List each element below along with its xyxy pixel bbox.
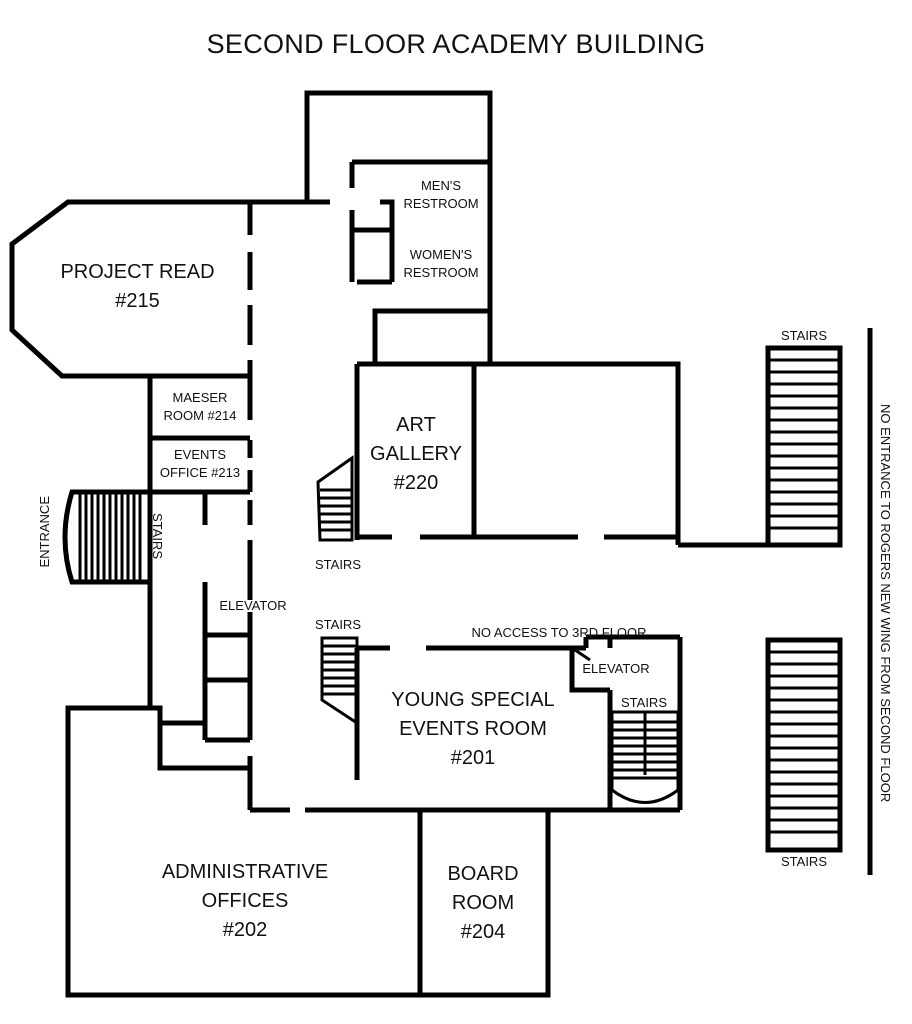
restroom-lower-wall bbox=[372, 308, 490, 364]
stairs-label-east-lower: STAIRS bbox=[781, 854, 827, 869]
restroom-block-outer bbox=[304, 90, 493, 364]
administrative-offices-label: ADMINISTRATIVE OFFICES #202 bbox=[140, 858, 350, 945]
mens-restroom-line1: MEN'S bbox=[420, 178, 462, 193]
stairs-label-elevator: STAIRS bbox=[621, 695, 667, 710]
young-special-line2: EVENTS ROOM bbox=[399, 718, 547, 740]
project-read-label: PROJECT READ #215 bbox=[40, 258, 235, 316]
project-read-wall bbox=[9, 199, 250, 379]
no-entrance-rogers-label: NO ENTRANCE TO ROGERS NEW WING FROM SECO… bbox=[878, 404, 893, 803]
womens-restroom-label: WOMEN'S RESTROOM bbox=[394, 246, 488, 282]
elevator-label-east: ELEVATOR bbox=[582, 661, 650, 676]
administrative-line2: OFFICES bbox=[201, 890, 289, 912]
young-special-number: #201 bbox=[450, 747, 496, 769]
maeser-line1: MAESER bbox=[172, 390, 228, 405]
art-gallery-walls bbox=[354, 361, 681, 545]
admin-board-walls bbox=[65, 705, 551, 998]
project-read-number: #215 bbox=[115, 290, 160, 312]
project-read-name: PROJECT READ bbox=[60, 261, 215, 283]
no-access-3rd-floor-label: NO ACCESS TO 3RD FLOOR bbox=[471, 625, 647, 640]
art-gallery-stairs bbox=[316, 455, 354, 542]
board-room-number: #204 bbox=[460, 921, 506, 943]
mens-restroom-line2: RESTROOM bbox=[403, 196, 479, 211]
east-stairs-upper bbox=[765, 345, 843, 548]
entrance-label: ENTRANCE bbox=[37, 496, 52, 568]
womens-restroom-line2: RESTROOM bbox=[403, 265, 479, 280]
womens-restroom-line1: WOMEN'S bbox=[409, 247, 473, 262]
restroom-block-inner bbox=[349, 159, 490, 285]
mens-restroom-label: MEN'S RESTROOM bbox=[394, 177, 488, 213]
entrance-stairs bbox=[62, 489, 150, 585]
maeser-room-label: MAESER ROOM #214 bbox=[152, 389, 248, 425]
young-special-events-label: YOUNG SPECIAL EVENTS ROOM #201 bbox=[368, 686, 578, 773]
elevator-label-west: ELEVATOR bbox=[219, 598, 287, 613]
maeser-events-walls bbox=[147, 376, 250, 580]
art-gallery-line2: GALLERY bbox=[370, 443, 462, 465]
young-events-stairs bbox=[320, 636, 359, 726]
events-office-line2: OFFICE #213 bbox=[159, 465, 241, 480]
map-title: SECOND FLOOR ACADEMY BUILDING bbox=[206, 29, 706, 59]
stairs-label-east-upper: STAIRS bbox=[781, 328, 827, 343]
corridor-west-wall-dashed bbox=[202, 202, 253, 810]
board-room-label: BOARD ROOM #204 bbox=[426, 860, 540, 947]
administrative-number: #202 bbox=[222, 919, 268, 941]
maeser-line2: ROOM #214 bbox=[163, 408, 237, 423]
board-room-line1: BOARD bbox=[447, 863, 519, 885]
stairs-label-young-events: STAIRS bbox=[315, 617, 361, 632]
art-gallery-line1: ART bbox=[396, 414, 436, 436]
board-room-line2: ROOM bbox=[451, 892, 515, 914]
young-special-line1: YOUNG SPECIAL bbox=[391, 689, 555, 711]
art-gallery-number: #220 bbox=[393, 472, 439, 494]
stairs-label-art-gallery: STAIRS bbox=[315, 557, 361, 572]
events-office-label: EVENTS OFFICE #213 bbox=[152, 446, 248, 482]
stairs-label-entrance: STAIRS bbox=[150, 513, 165, 559]
art-gallery-label: ART GALLERY #220 bbox=[362, 411, 470, 498]
elevator-stairs bbox=[610, 710, 680, 804]
administrative-line1: ADMINISTRATIVE bbox=[161, 861, 329, 883]
east-stairs-lower bbox=[765, 637, 843, 853]
events-office-line1: EVENTS bbox=[173, 447, 226, 462]
